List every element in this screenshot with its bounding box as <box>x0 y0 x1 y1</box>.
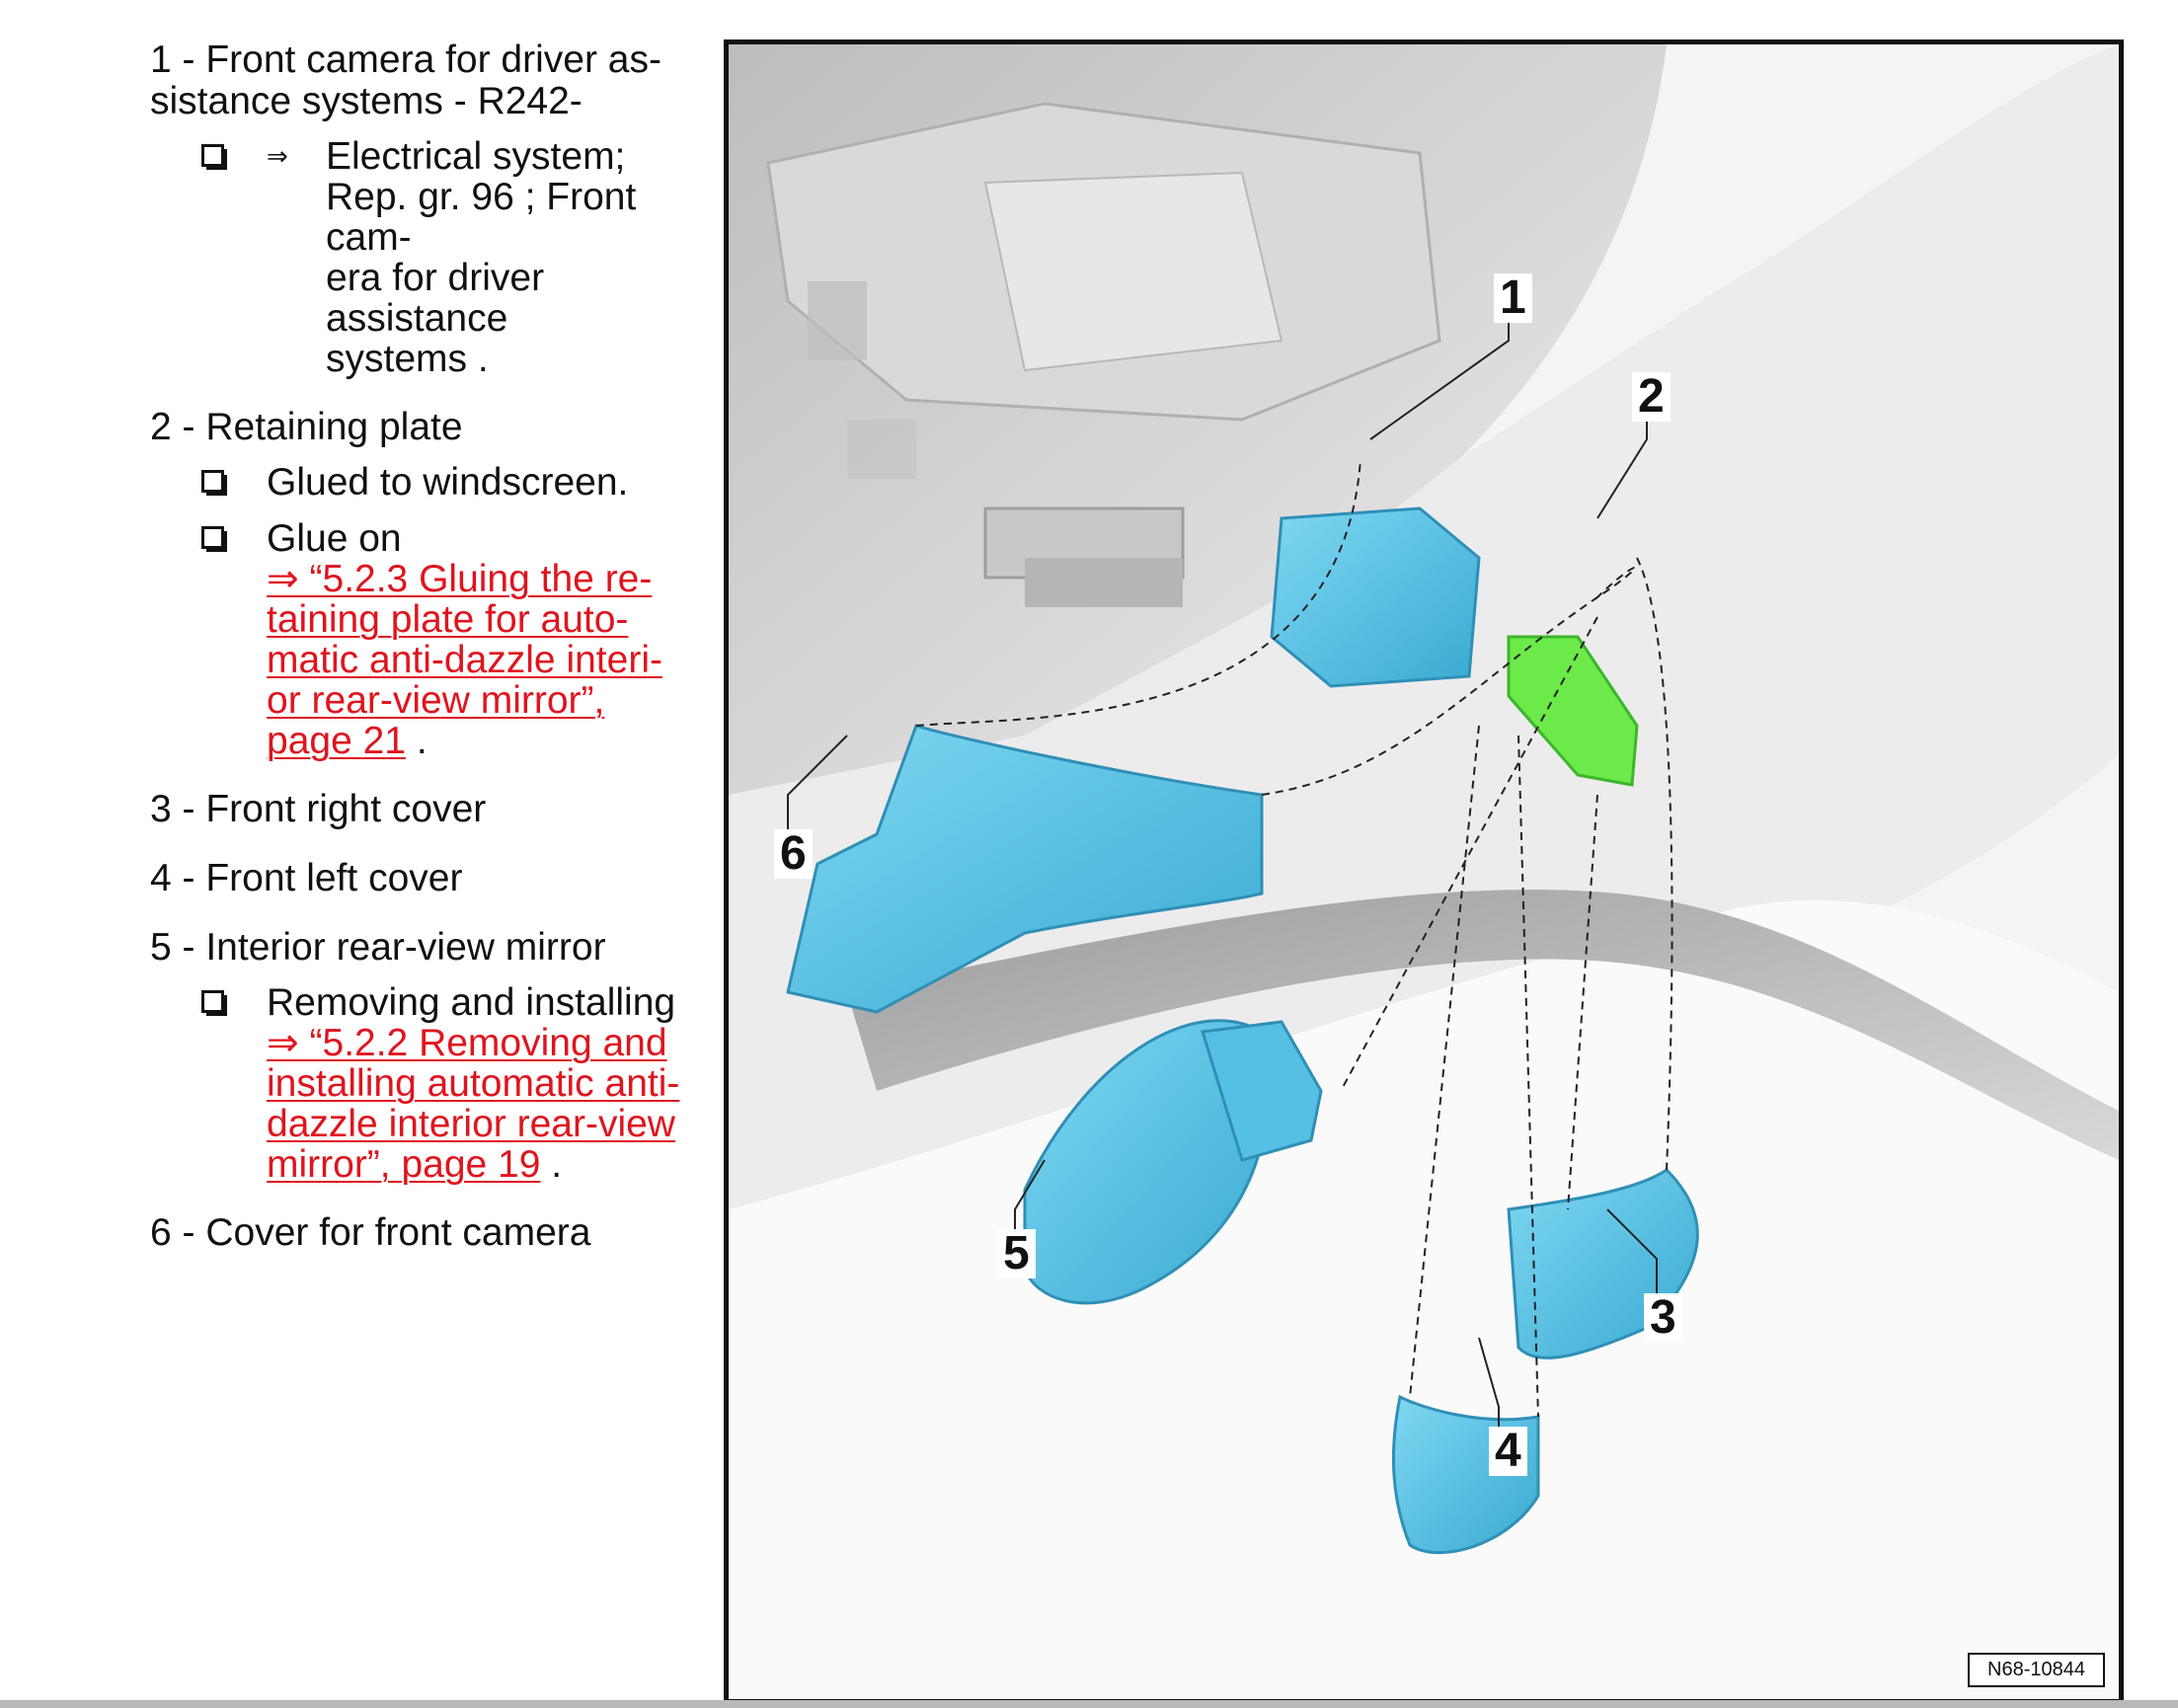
legend-sub-item: Glue on ⇒ “5.2.3 Gluing the re- taining … <box>150 518 713 761</box>
legend-sub-suffix: . <box>405 720 428 762</box>
callout-2: 2 <box>1632 372 1671 422</box>
legend-sub-text: Removing and installing <box>267 981 676 1024</box>
callout-5: 5 <box>997 1229 1036 1279</box>
callout-4: 4 <box>1489 1427 1527 1476</box>
checkbox-icon <box>201 526 224 549</box>
arrow-icon: ⇒ <box>267 141 288 171</box>
legend-item-6: 6 - Cover for front camera <box>150 1212 713 1254</box>
legend-item-title: 3 - Front right cover <box>150 788 487 830</box>
bottom-bar <box>0 1700 2178 1708</box>
legend-item-title: 1 - Front camera for driver as- sistance… <box>150 39 661 122</box>
parts-legend: 1 - Front camera for driver as- sistance… <box>150 39 713 1281</box>
legend-item-2: 2 - Retaining plate Glued to windscreen.… <box>150 406 713 762</box>
legend-item-3: 3 - Front right cover <box>150 789 713 830</box>
legend-item-4: 4 - Front left cover <box>150 858 713 899</box>
legend-sub-text: Electrical system; Rep. gr. 96 ; Front c… <box>326 135 637 380</box>
exploded-view-figure: 1 2 3 4 5 6 N68-10844 <box>724 39 2124 1704</box>
legend-sub-suffix: . <box>540 1143 563 1186</box>
retaining-plate <box>1507 635 1639 787</box>
legend-item-5: 5 - Interior rear-view mirror Removing a… <box>150 926 713 1186</box>
callout-6: 6 <box>774 829 813 879</box>
legend-sub-text: Glued to windscreen. <box>267 461 629 504</box>
legend-item-1: 1 - Front camera for driver as- sistance… <box>150 39 713 380</box>
legend-sub-item: ⇒ Electrical system; Rep. gr. 96 ; Front… <box>150 136 713 379</box>
checkbox-icon <box>201 144 224 167</box>
legend-sub-item: Glued to windscreen. <box>150 462 713 503</box>
legend-item-title: 6 - Cover for front camera <box>150 1211 591 1254</box>
removing-installing-mirror-link[interactable]: ⇒ “5.2.2 Removing and installing automat… <box>267 1022 680 1186</box>
gluing-retaining-plate-link[interactable]: ⇒ “5.2.3 Gluing the re- taining plate fo… <box>267 558 662 762</box>
checkbox-icon <box>201 990 224 1013</box>
mirror-mount <box>1201 1020 1323 1162</box>
legend-item-title: 4 - Front left cover <box>150 857 463 899</box>
legend-item-title: 2 - Retaining plate <box>150 406 463 448</box>
legend-sub-item: Removing and installing ⇒ “5.2.2 Removin… <box>150 982 713 1185</box>
exploded-view-illustration <box>729 44 2119 1699</box>
legend-item-title: 5 - Interior rear-view mirror <box>150 926 606 969</box>
callout-3: 3 <box>1644 1293 1682 1343</box>
figure-id: N68-10844 <box>1968 1653 2105 1687</box>
legend-sub-text: Glue on <box>267 517 402 560</box>
assembly-lines <box>915 458 1673 1418</box>
callout-1: 1 <box>1494 273 1532 323</box>
camera-cover <box>786 724 1264 1014</box>
front-camera <box>1270 506 1481 688</box>
checkbox-icon <box>201 470 224 493</box>
